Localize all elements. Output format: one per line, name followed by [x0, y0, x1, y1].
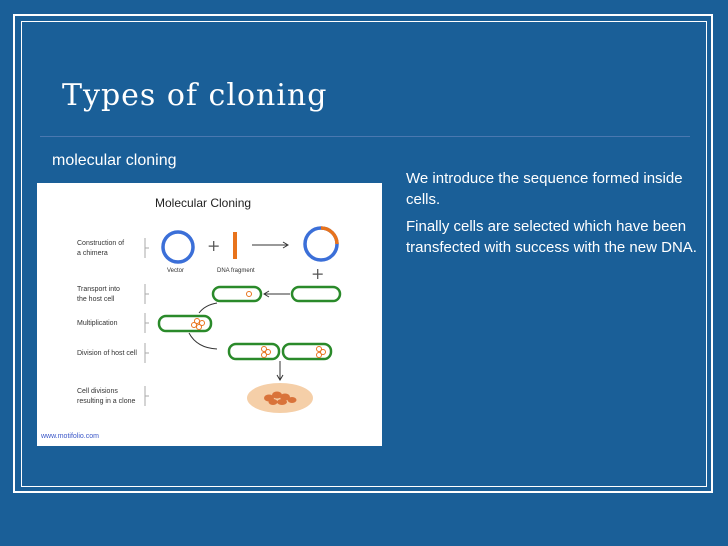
petri-dish: [247, 383, 313, 413]
step-1-label-b: a chimera: [77, 250, 108, 257]
step-4-label: Division of host cell: [77, 350, 137, 357]
diagram-svg: Molecular Cloning Construction of a chim…: [40, 196, 342, 440]
bacterial-colonies: [264, 391, 297, 405]
body-paragraph-1: We introduce the sequence formed inside …: [406, 170, 683, 208]
step-1-marker: [144, 238, 149, 258]
host-cell-1: [290, 285, 342, 303]
molecular-cloning-diagram: Molecular Cloning Construction of a chim…: [37, 183, 382, 446]
step-3-marker: [144, 313, 149, 333]
arrow-multiplication: [198, 302, 218, 314]
title-divider: [40, 136, 690, 137]
host-cell-transformed: [211, 285, 263, 303]
vector-plasmid: [161, 230, 195, 264]
plus-sign-1: +: [207, 236, 220, 255]
arrow-division: [188, 332, 218, 350]
diagram-title: Molecular Cloning: [155, 196, 251, 210]
body-text: We introduce the sequence formed inside …: [406, 168, 706, 264]
plasmid-copies: [191, 318, 205, 330]
step-2-marker: [144, 284, 149, 304]
step-2-label-a: Transport into: [77, 286, 120, 293]
step-1-label-a: Construction of: [77, 240, 124, 247]
step-3-label: Multiplication: [77, 320, 118, 327]
inserted-fragment-arc: [320, 226, 339, 245]
vector-label: Vector: [167, 268, 184, 274]
slide-title: Types of cloning: [62, 78, 328, 113]
diagram-credit: www.motifolio.com: [40, 433, 99, 440]
step-markers: [144, 238, 149, 406]
daughter-cell-2: [281, 342, 333, 361]
dna-fragment: [233, 232, 237, 259]
step-4-marker: [144, 343, 149, 363]
step-5-label-b: resulting in a clone: [77, 398, 135, 405]
fragment-label: DNA fragment: [217, 268, 255, 274]
slide-border-outer: [13, 14, 713, 493]
host-cell-multiplying: [157, 314, 213, 333]
slide-border-inner: [21, 21, 707, 487]
slide-subtitle: molecular cloning: [52, 152, 177, 169]
step-5-marker: [144, 386, 149, 406]
step-2-label-b: the host cell: [77, 296, 115, 303]
body-paragraph-2: Finally cells are selected which have be…: [406, 218, 697, 256]
daughter-plasmids: [261, 346, 326, 358]
plus-sign-2: +: [311, 264, 324, 283]
plasmid-in-cell: [246, 291, 252, 297]
daughter-cell-1: [227, 342, 281, 361]
step-5-label-a: Cell divisions: [77, 388, 118, 395]
